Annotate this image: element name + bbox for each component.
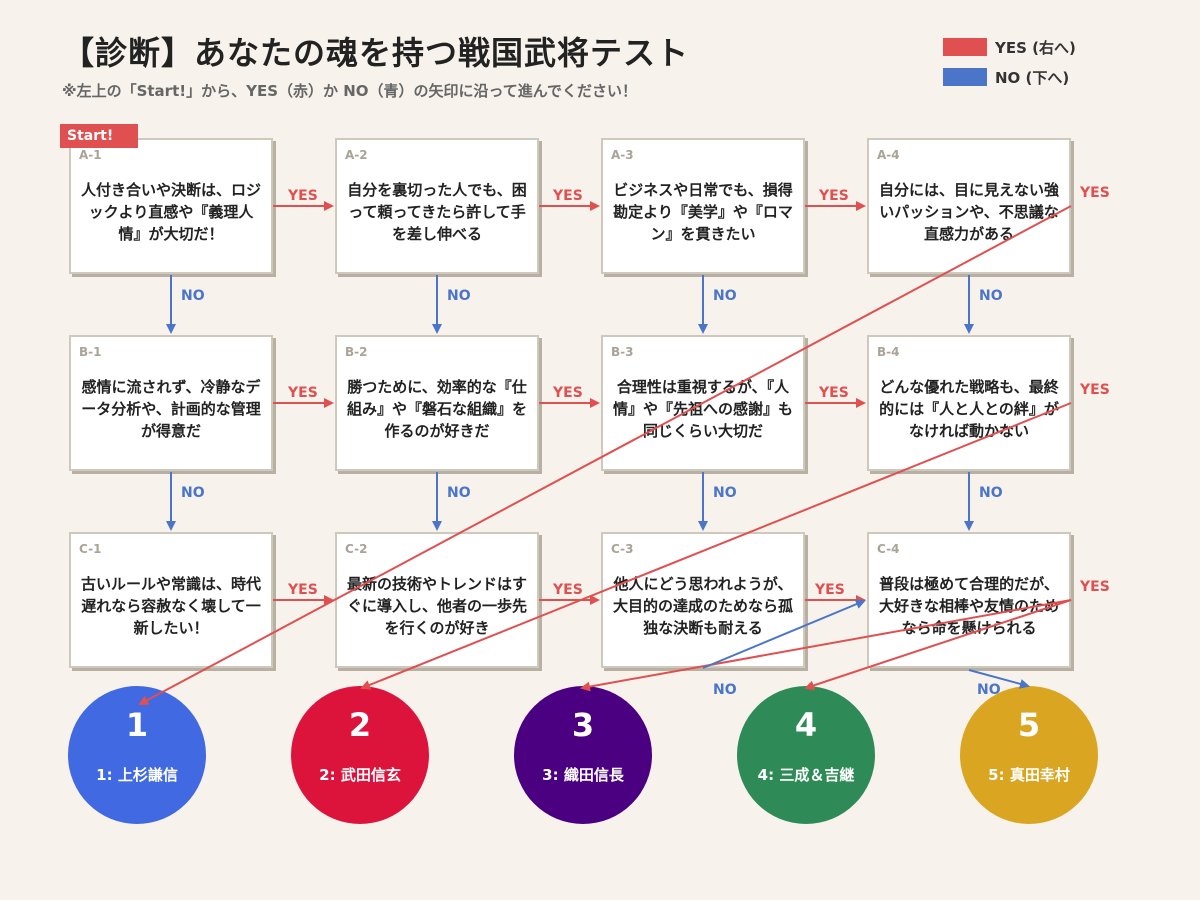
card-question: 最新の技術やトレンドはすぐに導入し、他者の一歩先を行くのが好き xyxy=(347,575,528,637)
card-question: 古いルールや常識は、時代遅れなら容赦なく壊して一新したい！ xyxy=(81,575,262,637)
no-label: NO xyxy=(447,288,471,304)
question-card-a1[interactable]: A-1 人付き合いや決断は、ロジックより直感や『義理人情』が大切だ！ xyxy=(69,138,273,274)
arrow-no-c4-result5 xyxy=(968,669,1030,689)
card-id: B-1 xyxy=(79,345,102,359)
no-label: NO xyxy=(713,288,737,304)
yes-label: YES xyxy=(552,385,583,401)
result-number: 4 xyxy=(794,706,818,744)
arrow-yes-b4-result2 xyxy=(360,402,1072,690)
legend-yes-swatch xyxy=(943,38,987,56)
legend-yes: YES (右へ) xyxy=(943,32,1076,62)
no-label: NO xyxy=(181,485,205,501)
arrow-yes-c4-result4 xyxy=(804,599,1072,691)
no-label: NO xyxy=(713,682,737,698)
yes-label: YES xyxy=(287,385,318,401)
legend-no-label: NO (下へ) xyxy=(995,68,1070,87)
question-card-c1[interactable]: C-1 古いルールや常識は、時代遅れなら容赦なく壊して一新したい！ xyxy=(69,532,273,668)
result-name: 3: 織田信長 xyxy=(542,766,624,784)
card-id: C-4 xyxy=(877,542,900,556)
result-circle-4[interactable]: 4 4: 三成＆吉継 xyxy=(737,686,875,824)
card-id: B-2 xyxy=(345,345,368,359)
start-tag[interactable]: Start! xyxy=(60,124,138,148)
result-circle-5[interactable]: 5 5: 真田幸村 xyxy=(960,686,1098,824)
card-question: 人付き合いや決断は、ロジックより直感や『義理人情』が大切だ！ xyxy=(81,181,262,243)
card-question: 感情に流されず、冷静なデータ分析や、計画的な管理が得意だ xyxy=(81,378,261,440)
card-question: 自分には、目に見えない強いパッションや、不思議な直感力がある xyxy=(879,181,1060,243)
arrow-yes-a4-result1 xyxy=(138,205,1072,705)
result-number: 5 xyxy=(1017,706,1041,744)
question-card-c3[interactable]: C-3 他人にどう思われようが、大目的の達成のためなら孤独な決断も耐える xyxy=(601,532,805,668)
card-question: 自分を裏切った人でも、困って頼ってきたら許して手を差し伸べる xyxy=(347,181,527,243)
yes-label: YES xyxy=(818,385,849,401)
no-label: NO xyxy=(979,288,1003,304)
legend-yes-label: YES (右へ) xyxy=(995,38,1076,57)
yes-label: YES xyxy=(1079,382,1110,398)
page-title: 【診断】あなたの魂を持つ戦国武将テスト xyxy=(62,34,690,72)
card-id: C-3 xyxy=(611,542,634,556)
card-question: 他人にどう思われようが、大目的の達成のためなら孤独な決断も耐える xyxy=(613,575,794,637)
no-label: NO xyxy=(447,485,471,501)
result-name: 1: 上杉謙信 xyxy=(96,766,178,784)
card-question: ビジネスや日常でも、損得勘定より『美学』や『ロマン』を貫きたい xyxy=(613,181,793,243)
card-question: 合理性は重視するが、『人情』や『先祖への感謝』も同じくらい大切だ xyxy=(613,378,794,440)
question-card-b1[interactable]: B-1 感情に流されず、冷静なデータ分析や、計画的な管理が得意だ xyxy=(69,335,273,471)
yes-label: YES xyxy=(287,188,318,204)
card-id: C-1 xyxy=(79,542,102,556)
no-label: NO xyxy=(977,682,1001,698)
no-label: NO xyxy=(181,288,205,304)
card-id: A-1 xyxy=(79,148,102,162)
question-card-a2[interactable]: A-2 自分を裏切った人でも、困って頼ってきたら許して手を差し伸べる xyxy=(335,138,539,274)
question-card-a4[interactable]: A-4 自分には、目に見えない強いパッションや、不思議な直感力がある xyxy=(867,138,1071,274)
question-card-a3[interactable]: A-3 ビジネスや日常でも、損得勘定より『美学』や『ロマン』を貫きたい xyxy=(601,138,805,274)
no-label: NO xyxy=(713,485,737,501)
yes-label: YES xyxy=(552,582,583,598)
question-card-b4[interactable]: B-4 どんな優れた戦略も、最終的には『人と人との絆』がなければ動かない xyxy=(867,335,1071,471)
card-id: B-4 xyxy=(877,345,900,359)
card-id: A-4 xyxy=(877,148,900,162)
yes-label: YES xyxy=(1079,579,1110,595)
question-card-b3[interactable]: B-3 合理性は重視するが、『人情』や『先祖への感謝』も同じくらい大切だ xyxy=(601,335,805,471)
result-name: 2: 武田信玄 xyxy=(319,766,401,784)
result-name: 5: 真田幸村 xyxy=(988,766,1070,784)
card-id: B-3 xyxy=(611,345,634,359)
question-card-c2[interactable]: C-2 最新の技術やトレンドはすぐに導入し、他者の一歩先を行くのが好き xyxy=(335,532,539,668)
card-question: どんな優れた戦略も、最終的には『人と人との絆』がなければ動かない xyxy=(879,378,1059,440)
result-circle-1[interactable]: 1 1: 上杉謙信 xyxy=(68,686,206,824)
result-circle-3[interactable]: 3 3: 織田信長 xyxy=(514,686,652,824)
card-id: A-2 xyxy=(345,148,368,162)
result-number: 1 xyxy=(125,706,149,744)
legend-no-swatch xyxy=(943,68,987,86)
result-number: 2 xyxy=(348,706,372,744)
page-subtitle: ※左上の「Start!」から、YES（赤）か NO（青）の矢印に沿って進んでくだ… xyxy=(62,82,638,100)
arrow-yes-c4-result3 xyxy=(580,599,1072,692)
arrow-no-c3-c4 xyxy=(702,599,866,669)
legend: YES (右へ) NO (下へ) xyxy=(943,32,1076,92)
yes-label: YES xyxy=(287,582,318,598)
yes-label: YES xyxy=(552,188,583,204)
card-question: 勝つために、効率的な『仕組み』や『磐石な組織』を作るのが好きだ xyxy=(347,378,528,440)
question-card-c4[interactable]: C-4 普段は極めて合理的だが、大好きな相棒や友情のためなら命を懸けられる xyxy=(867,532,1071,668)
result-number: 3 xyxy=(571,706,595,744)
result-name: 4: 三成＆吉継 xyxy=(757,766,855,784)
question-card-b2[interactable]: B-2 勝つために、効率的な『仕組み』や『磐石な組織』を作るのが好きだ xyxy=(335,335,539,471)
card-id: A-3 xyxy=(611,148,634,162)
yes-label: YES xyxy=(1079,185,1110,201)
card-id: C-2 xyxy=(345,542,368,556)
no-label: NO xyxy=(979,485,1003,501)
yes-label: YES xyxy=(814,582,845,598)
result-circle-2[interactable]: 2 2: 武田信玄 xyxy=(291,686,429,824)
yes-label: YES xyxy=(818,188,849,204)
legend-no: NO (下へ) xyxy=(943,62,1076,92)
